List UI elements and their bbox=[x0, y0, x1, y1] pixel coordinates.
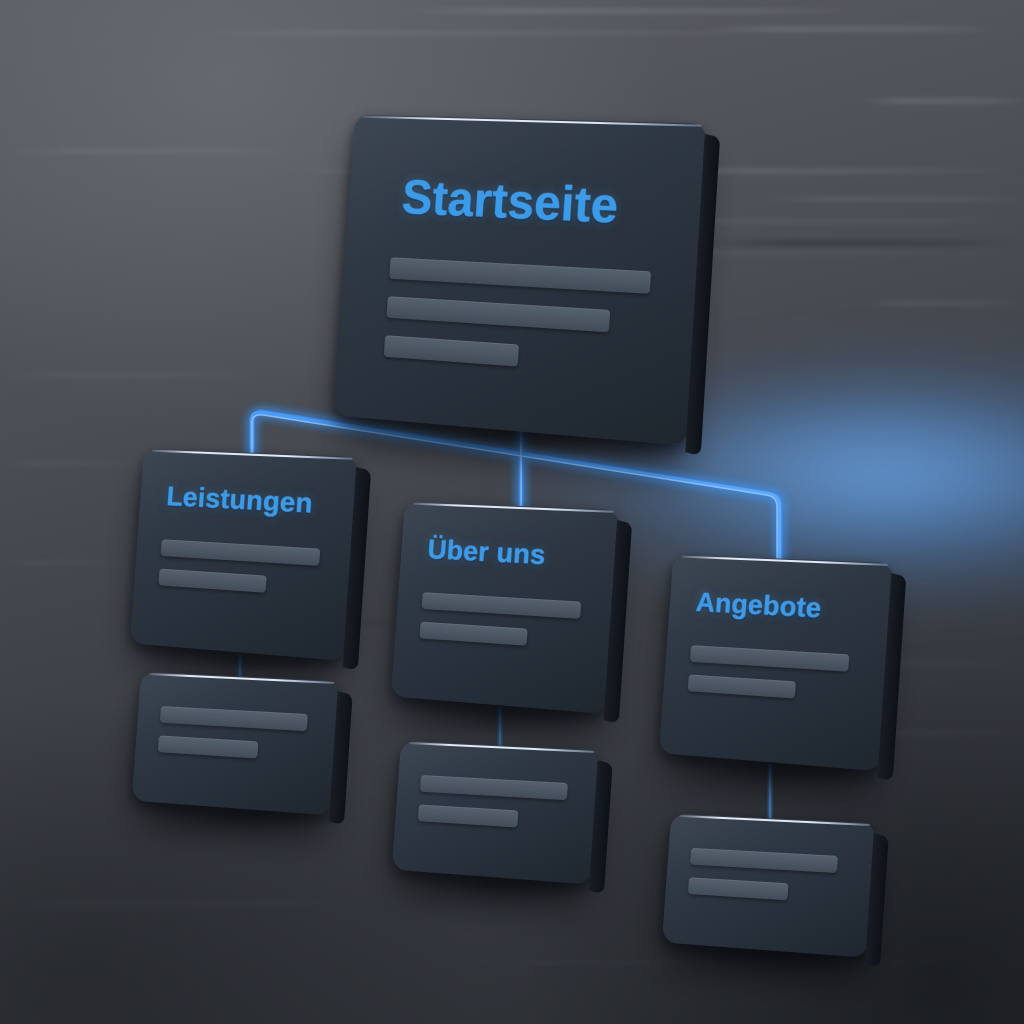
sitemap-node-leaf-1[interactable] bbox=[131, 671, 353, 826]
node-title-ueber-uns: Über uns bbox=[426, 533, 547, 571]
sitemap-node-angebote[interactable]: Angebote bbox=[658, 554, 907, 782]
node-placeholder-bar bbox=[687, 674, 796, 699]
node-placeholder-bar bbox=[157, 735, 259, 759]
sitemap-node-startseite[interactable]: Startseite bbox=[333, 114, 721, 457]
node-placeholder-bar bbox=[383, 335, 520, 367]
sitemap-node-leaf-2[interactable] bbox=[391, 740, 613, 895]
sitemap-node-ueber-uns[interactable]: Über uns bbox=[390, 501, 633, 725]
node-title-angebote: Angebote bbox=[694, 586, 823, 624]
node-title-leistungen: Leistungen bbox=[165, 480, 314, 519]
sitemap-node-leistungen[interactable]: Leistungen bbox=[129, 448, 372, 672]
node-placeholder-bar bbox=[389, 257, 652, 294]
node-placeholder-bar bbox=[421, 592, 582, 619]
node-placeholder-bar bbox=[419, 775, 568, 801]
node-placeholder-bar bbox=[160, 539, 321, 566]
node-placeholder-bar bbox=[158, 568, 267, 593]
node-placeholder-bar bbox=[419, 621, 528, 646]
sitemap-node-leaf-3[interactable] bbox=[661, 813, 889, 968]
node-placeholder-bar bbox=[689, 645, 850, 672]
node-placeholder-bar bbox=[687, 877, 789, 901]
node-placeholder-bar bbox=[159, 706, 308, 732]
node-placeholder-bar bbox=[386, 296, 611, 333]
node-placeholder-bar bbox=[417, 804, 519, 828]
node-placeholder-bar bbox=[690, 847, 838, 874]
node-title-startseite: Startseite bbox=[400, 171, 620, 234]
